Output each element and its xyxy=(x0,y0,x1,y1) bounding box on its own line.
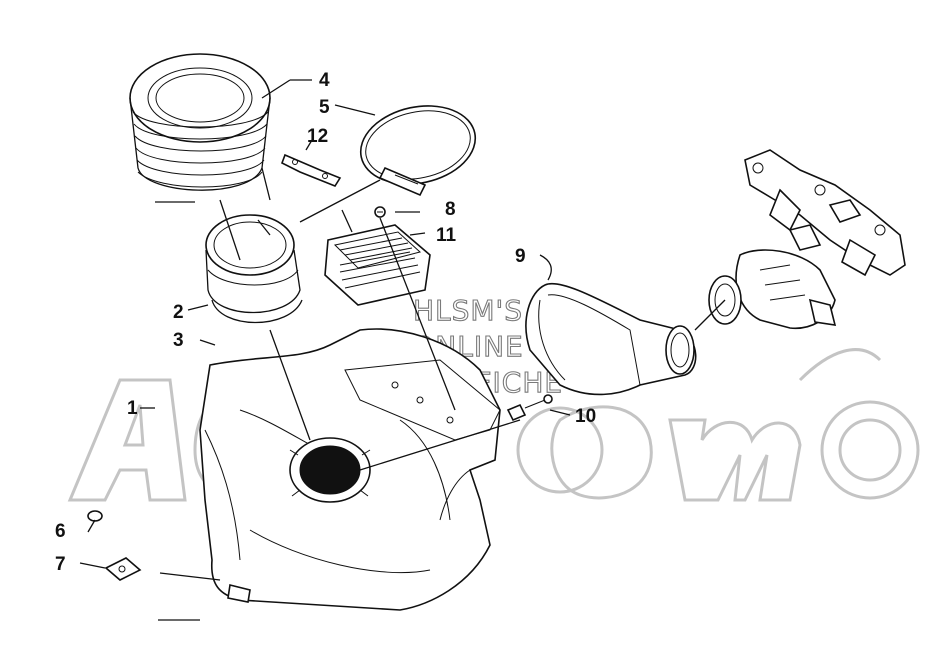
callout-5: 5 xyxy=(319,97,330,118)
callout-2: 2 xyxy=(173,302,184,323)
part-airbox-housing xyxy=(199,328,501,611)
callout-8: 8 xyxy=(445,199,456,220)
part-intake-duct xyxy=(525,282,697,396)
callout-7: 7 xyxy=(55,554,66,575)
part-bellows-boot xyxy=(129,53,271,191)
part-band-clamp xyxy=(359,105,477,197)
callout-3: 3 xyxy=(173,330,184,351)
part-small-plate xyxy=(280,153,342,187)
part-throttle-body-assembly xyxy=(708,149,906,329)
callout-1: 1 xyxy=(127,398,138,419)
callouts: 4 5 12 8 11 9 2 3 1 10 6 7 xyxy=(55,70,596,575)
callout-6: 6 xyxy=(55,521,66,542)
callout-4: 4 xyxy=(319,70,330,91)
part-intake-adapter xyxy=(205,214,303,324)
callout-9: 9 xyxy=(515,246,526,267)
part-grommet xyxy=(87,510,103,522)
callout-12: 12 xyxy=(307,126,328,147)
part-screw xyxy=(374,206,386,218)
callout-11: 11 xyxy=(436,225,457,246)
part-bracket xyxy=(104,557,142,581)
watermark-line-1: HLSM'S xyxy=(413,294,523,327)
leader-lines xyxy=(79,79,726,621)
callout-10: 10 xyxy=(575,406,596,427)
part-fastener xyxy=(506,394,553,422)
part-filter-element xyxy=(324,224,431,306)
